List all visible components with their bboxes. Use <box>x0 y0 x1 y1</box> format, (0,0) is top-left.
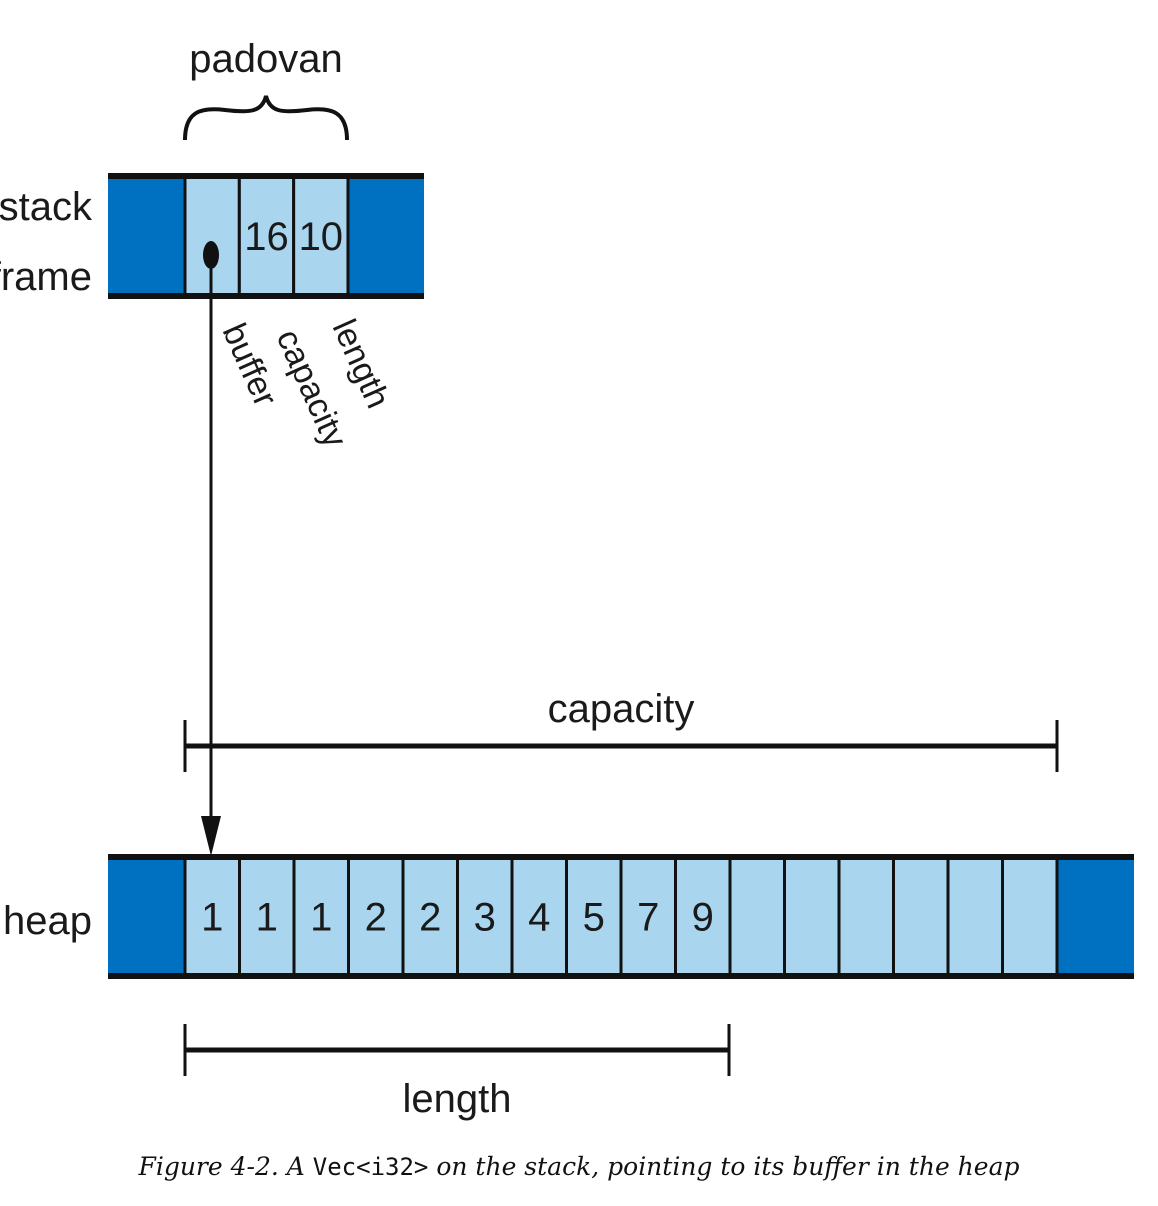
padovan-brace <box>183 95 349 141</box>
heap-left-block <box>108 856 185 978</box>
heap-cell-value-3: 2 <box>365 896 387 940</box>
heap-cell-value-9: 9 <box>692 896 714 940</box>
heap-cell-value-6: 4 <box>528 896 550 940</box>
caption-prefix: Figure 4-2. A <box>138 1152 313 1181</box>
heap-cell-value-7: 5 <box>583 896 605 940</box>
heap-cell-10 <box>728 855 786 978</box>
stack-cell-value-2: 10 <box>299 215 344 259</box>
heap-cell-14 <box>946 855 1004 978</box>
heap-cell-value-2: 1 <box>310 896 332 940</box>
capacity-span <box>183 720 1059 772</box>
heap-right-block <box>1057 856 1134 978</box>
buffer-pointer-dot <box>203 241 219 269</box>
stack-frame-label-line1: stack <box>0 185 93 229</box>
heap-cell-value-0: 1 <box>201 896 223 940</box>
heap-cell-13 <box>892 855 950 978</box>
caption-code: Vec<i32> <box>312 1153 429 1181</box>
heap-cell-9 <box>674 855 732 978</box>
heap-cell-value-1: 1 <box>256 896 278 940</box>
heap-label: heap <box>3 899 92 943</box>
buffer-pointer-arrowhead <box>201 816 221 856</box>
heap-cell-11 <box>783 855 841 978</box>
heap-cell-value-8: 7 <box>637 896 659 940</box>
stack-frame-label-line2: frame <box>0 255 92 299</box>
figure-caption: Figure 4-2. A Vec<i32> on the stack, poi… <box>0 1152 1158 1181</box>
caption-suffix: on the stack, pointing to its buffer in … <box>428 1152 1020 1181</box>
capacity-span-label: capacity <box>548 687 695 731</box>
stack-right-block <box>347 174 424 298</box>
stack-cell-value-1: 16 <box>244 215 289 259</box>
length-span-label: length <box>403 1077 512 1121</box>
stack-left-block <box>108 174 185 298</box>
padovan-label: padovan <box>189 37 342 81</box>
heap-cell-12 <box>837 855 895 978</box>
heap-cell-value-4: 2 <box>419 896 441 940</box>
buffer-field-label: buffer <box>215 318 285 412</box>
heap-cell-15 <box>1001 855 1059 978</box>
length-span <box>183 1024 731 1076</box>
heap-cell-value-5: 3 <box>474 896 496 940</box>
